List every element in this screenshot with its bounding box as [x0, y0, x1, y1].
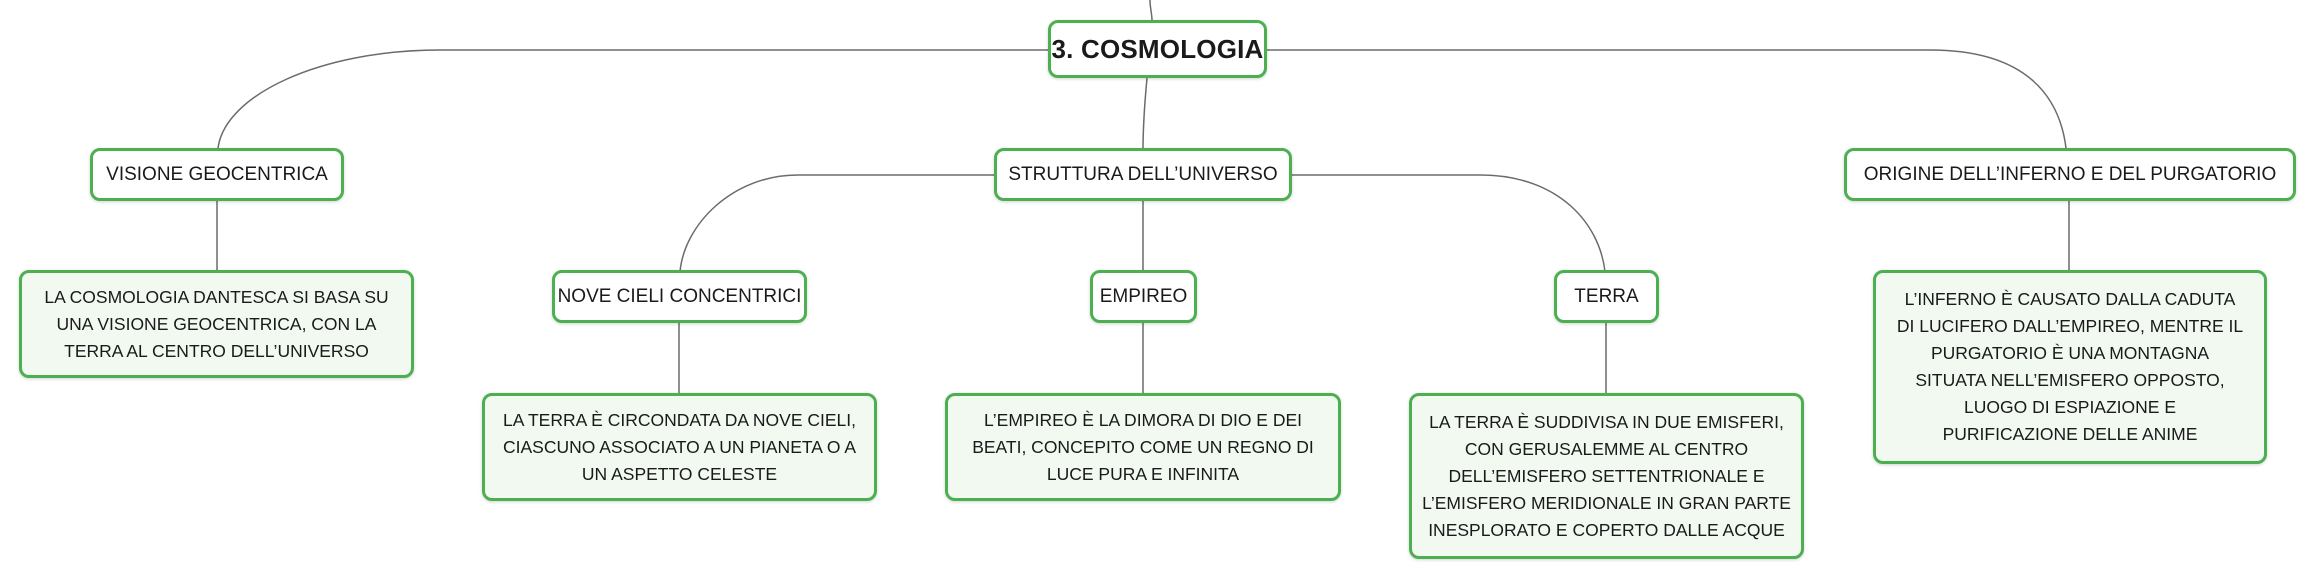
topic-node-struttura-universo[interactable]: STRUTTURA DELL’UNIVERSO [994, 148, 1292, 201]
topic-label: TERRA [1574, 285, 1639, 307]
connector-root-to-structure [1142, 77, 1148, 151]
topic-node-origine-inferno-purgatorio[interactable]: ORIGINE DELL’INFERNO E DEL PURGATORIO [1844, 148, 2296, 201]
topic-node-visione-geocentrica[interactable]: VISIONE GEOCENTRICA [90, 148, 344, 201]
topic-node-empireo[interactable]: EMPIREO [1090, 270, 1197, 323]
root-topic-node[interactable]: 3. COSMOLOGIA [1048, 20, 1267, 78]
connector-root-to-origin [1266, 49, 2067, 149]
detail-text: L’INFERNO È CAUSATO DALLA CADUTA DI LUCI… [1896, 289, 2244, 444]
detail-node-empireo[interactable]: L’EMPIREO È LA DIMORA DI DIO E DEI BEATI… [945, 393, 1341, 501]
detail-node-terra[interactable]: LA TERRA È SUDDIVISA IN DUE EMISFERI, CO… [1409, 393, 1804, 559]
detail-text: LA COSMOLOGIA DANTESCA SI BASA SU UNA VI… [44, 286, 389, 361]
detail-text: LA TERRA È SUDDIVISA IN DUE EMISFERI, CO… [1422, 411, 1791, 540]
topic-node-nove-cieli[interactable]: NOVE CIELI CONCENTRICI [552, 270, 807, 323]
connector-parent-to-root [1149, 0, 1153, 21]
detail-node-nove-cieli[interactable]: LA TERRA È CIRCONDATA DA NOVE CIELI, CIA… [482, 393, 877, 501]
topic-label: STRUTTURA DELL’UNIVERSO [1008, 163, 1278, 185]
topic-label: VISIONE GEOCENTRICA [106, 163, 328, 185]
topic-label: EMPIREO [1099, 285, 1188, 307]
detail-text: LA TERRA È CIRCONDATA DA NOVE CIELI, CIA… [502, 409, 857, 484]
topic-node-terra[interactable]: TERRA [1554, 270, 1659, 323]
topic-label: ORIGINE DELL’INFERNO E DEL PURGATORIO [1863, 163, 2277, 185]
connector-structure-to-earth [1292, 174, 1606, 273]
topic-label: NOVE CIELI CONCENTRICI [557, 285, 802, 307]
connector-root-to-geocentric [217, 49, 1050, 149]
detail-text: L’EMPIREO È LA DIMORA DI DIO E DEI BEATI… [972, 409, 1314, 484]
detail-node-origine[interactable]: L’INFERNO È CAUSATO DALLA CADUTA DI LUCI… [1873, 270, 2267, 464]
connector-structure-to-heavens [679, 174, 994, 273]
detail-node-visione-geocentrica[interactable]: LA COSMOLOGIA DANTESCA SI BASA SU UNA VI… [19, 270, 414, 378]
root-topic-label: 3. COSMOLOGIA [1051, 33, 1264, 64]
